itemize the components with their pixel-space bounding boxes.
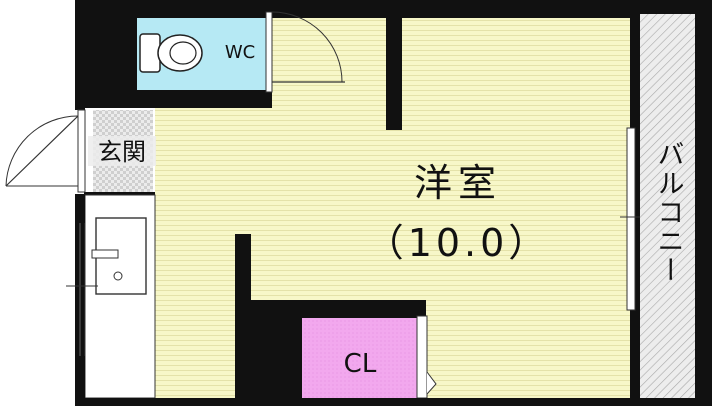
entrance-label-bg: [88, 136, 156, 166]
drain-icon: [113, 271, 123, 281]
closet-label: CL: [344, 349, 377, 379]
closet-door-arrow: [426, 371, 437, 395]
left-wall-top: [75, 195, 85, 223]
upper-floor-strip: [270, 18, 385, 111]
bottom-margin: [0, 405, 712, 417]
entrance-door-icon: [0, 109, 86, 194]
entrance-label: 玄関: [98, 138, 146, 166]
balcony-floor: [640, 14, 695, 398]
bottom-wall: [75, 398, 635, 406]
balcony-window: [626, 127, 636, 311]
balcony-label: バルコニー: [653, 140, 684, 285]
partition-lower: [235, 234, 251, 398]
closet-door-icon: [416, 315, 428, 399]
balcony-bottom-wall: [633, 398, 712, 406]
closet-floor: [302, 318, 417, 398]
main-room-label: 洋室: [414, 161, 502, 205]
partition-upper: [386, 18, 402, 130]
faucet: [91, 249, 119, 259]
left-wall-bottom: [75, 356, 85, 398]
toilet-icon: [139, 33, 203, 73]
wc-door-icon: [265, 11, 345, 93]
wc-wall-bottom: [137, 90, 272, 108]
main-room-size: （10.0）: [366, 221, 551, 265]
wc-label: WC: [225, 42, 255, 63]
